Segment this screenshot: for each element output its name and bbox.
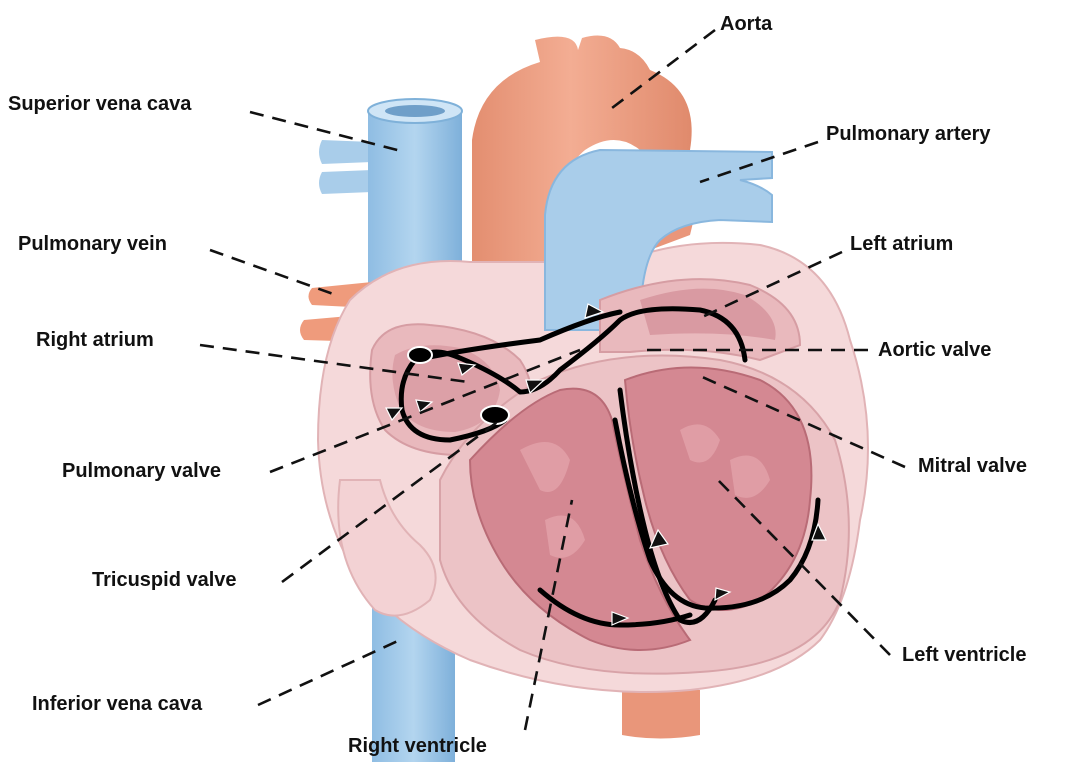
label-left-atrium: Left atrium bbox=[850, 234, 953, 254]
label-pulmonary-artery: Pulmonary artery bbox=[826, 124, 991, 144]
label-left-ventricle: Left ventricle bbox=[902, 645, 1026, 665]
label-pulmonary-vein: Pulmonary vein bbox=[18, 234, 167, 254]
pulmonary-valve-marker bbox=[481, 406, 509, 424]
label-right-atrium: Right atrium bbox=[36, 330, 154, 350]
label-right-ventricle: Right ventricle bbox=[348, 736, 487, 756]
tricuspid-valve-marker bbox=[408, 347, 432, 363]
label-pulmonary-valve: Pulmonary valve bbox=[62, 461, 221, 481]
descending-aorta-shape bbox=[622, 690, 700, 739]
label-tricuspid-valve: Tricuspid valve bbox=[92, 570, 237, 590]
label-aortic-valve: Aortic valve bbox=[878, 340, 991, 360]
label-aorta: Aorta bbox=[720, 14, 772, 34]
label-mitral-valve: Mitral valve bbox=[918, 456, 1027, 476]
label-inferior-vena-cava: Inferior vena cava bbox=[32, 694, 202, 714]
label-superior-vena-cava: Superior vena cava bbox=[8, 94, 191, 114]
